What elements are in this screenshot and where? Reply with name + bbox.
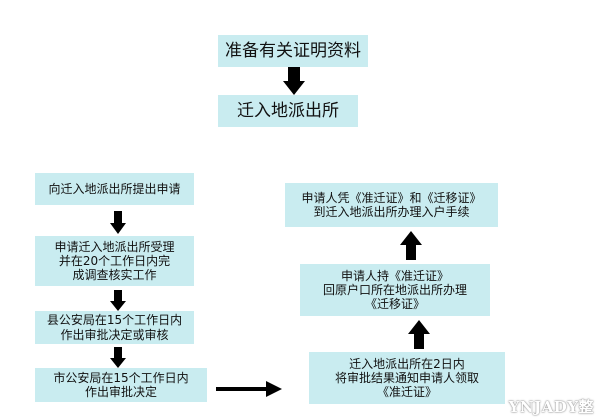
step-prepare-documents-text: 准备有关证明资料: [225, 40, 361, 61]
right-step-notify-applicant: 迁入地派出所在2日内 将审批结果通知申请人领取 《准迁证》: [309, 352, 505, 404]
left-step-line: 作出审批决定或审核: [60, 327, 169, 342]
left-step-line: 县公安局在15个工作日内: [46, 313, 183, 328]
right-step-line: 《迁移证》: [364, 297, 425, 312]
right-step-line: 申请人凭《准迁证》和《迁移证》: [301, 190, 482, 205]
left-step-line: 作出审批决定: [84, 385, 157, 399]
left-step-line: 申请迁入地派出所受理: [54, 239, 175, 254]
left-step-city-bureau: 市公安局在15个工作日内 作出审批决定: [35, 368, 207, 402]
watermark: YNJADY整: [508, 398, 594, 416]
arrow-up-icon: [400, 231, 422, 260]
left-step-apply: 向迁入地派出所提出申请: [35, 173, 194, 205]
arrow-down-icon: [110, 211, 126, 234]
step-prepare-documents: 准备有关证明资料: [218, 35, 368, 67]
right-step-register-household: 申请人凭《准迁证》和《迁移证》 到迁入地派出所办理入户手续: [285, 183, 498, 227]
right-step-line: 迁入地派出所在2日内: [349, 356, 465, 371]
arrow-right-icon: [216, 381, 282, 397]
left-step-line: 向迁入地派出所提出申请: [48, 181, 181, 196]
right-step-line: 将审批结果通知申请人领取: [334, 370, 479, 385]
step-destination-police-station-text: 迁入地派出所: [237, 100, 339, 121]
right-step-get-migration-cert: 申请人持《准迁证》 回原户口所在地派出所办理 《迁移证》: [300, 264, 490, 316]
step-destination-police-station: 迁入地派出所: [218, 95, 358, 127]
arrow-down-icon: [110, 290, 126, 311]
right-step-line: 到迁入地派出所办理入户手续: [313, 205, 470, 219]
left-step-line: 并在20个工作日内完: [58, 253, 171, 268]
right-step-line: 申请人持《准迁证》: [340, 268, 449, 283]
arrow-up-icon: [408, 320, 430, 349]
arrow-down-icon: [110, 347, 126, 368]
left-step-county-bureau: 县公安局在15个工作日内 作出审批决定或审核: [35, 311, 194, 344]
right-step-line: 回原户口所在地派出所办理: [322, 282, 467, 297]
left-step-line: 成调查核实工作: [72, 268, 157, 283]
left-step-line: 市公安局在15个工作日内: [53, 370, 189, 385]
arrow-down-icon: [283, 67, 305, 95]
left-step-accept-verify: 申请迁入地派出所受理 并在20个工作日内完 成调查核实工作: [35, 236, 194, 286]
right-step-line: 《准迁证》: [376, 385, 437, 400]
